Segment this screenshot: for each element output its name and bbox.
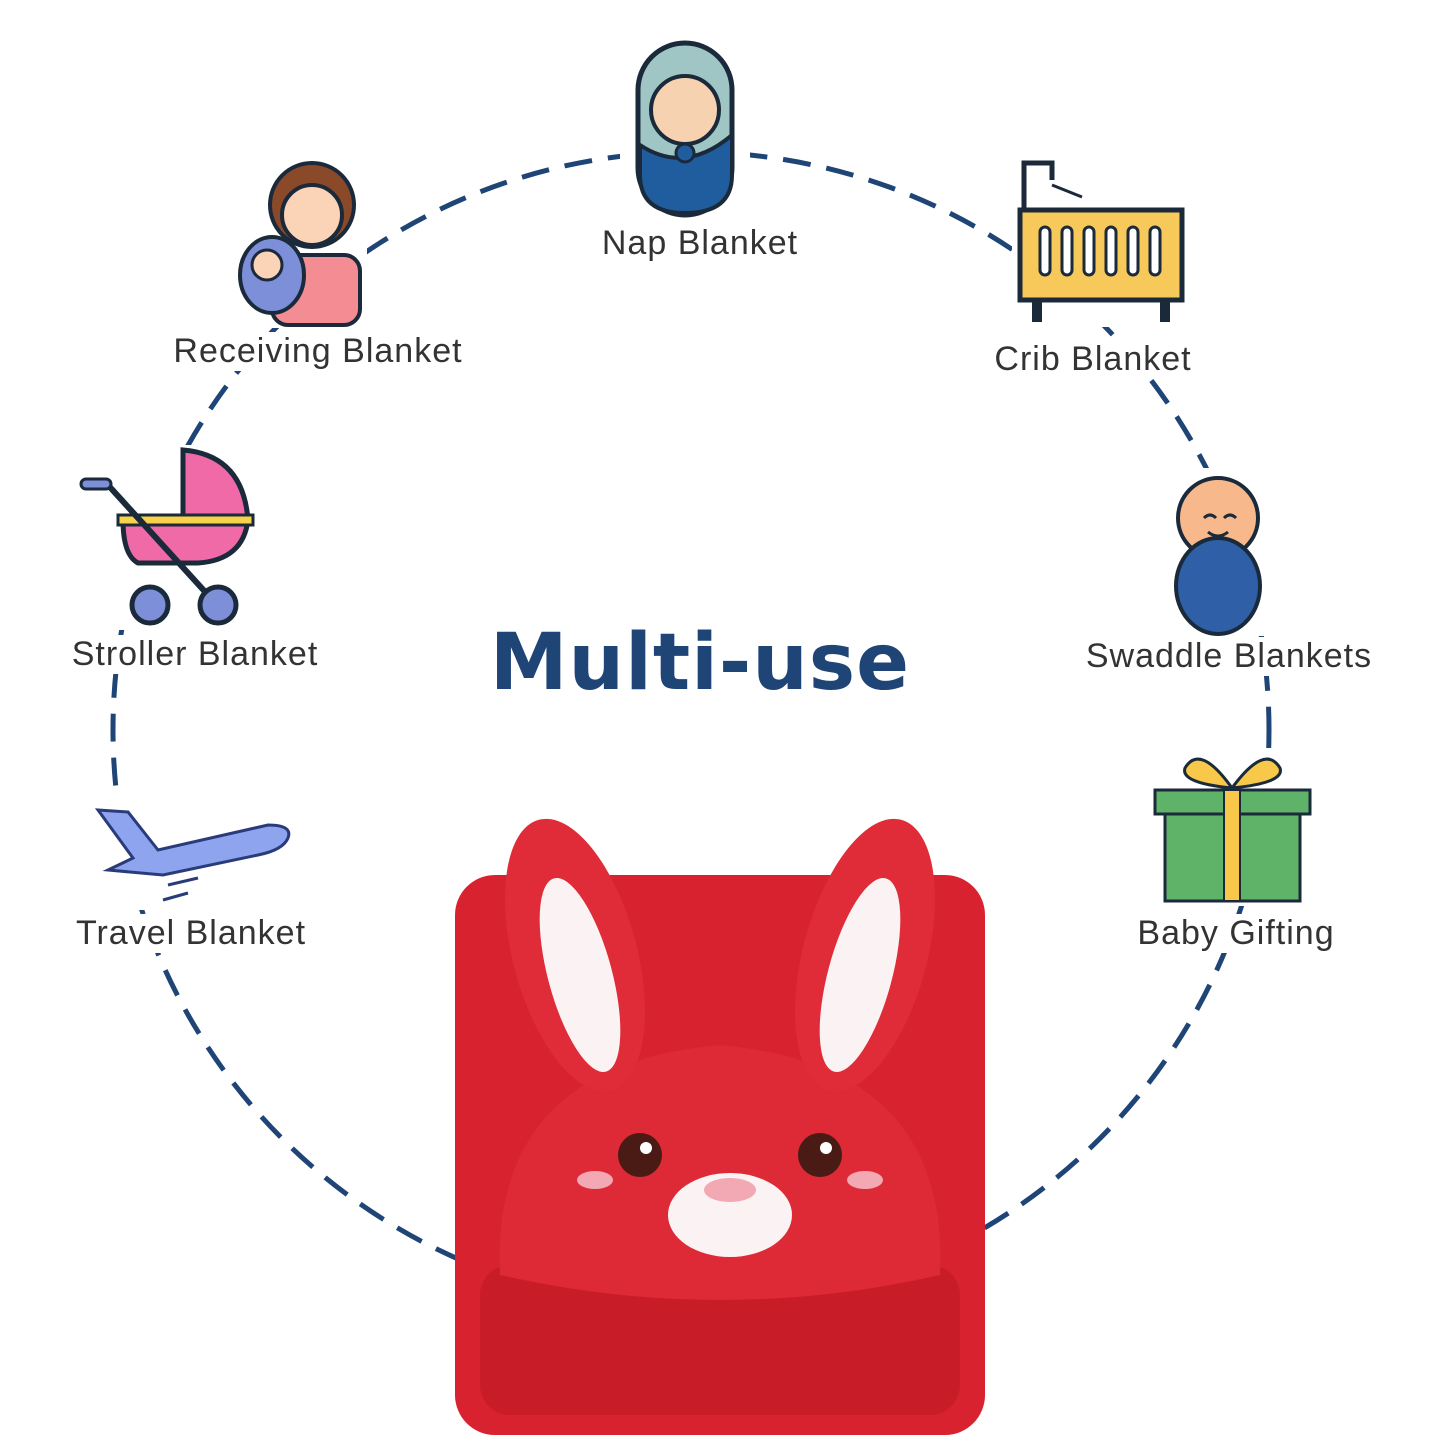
label-baby-gifting: Baby Gifting <box>1131 914 1341 953</box>
label-travel-blanket: Travel Blanket <box>69 914 313 953</box>
bunny-hooded-blanket-image <box>455 818 985 1435</box>
label-crib-blanket: Crib Blanket <box>988 340 1198 379</box>
stroller-icon <box>78 445 258 630</box>
crib-icon <box>1012 155 1190 327</box>
label-nap-blanket: Nap Blanket <box>595 224 805 263</box>
gift-box-icon <box>1150 748 1315 906</box>
page-title: Multi-use <box>489 618 911 708</box>
swaddled-baby-pacifier-icon <box>620 35 750 220</box>
airplane-icon <box>88 800 298 910</box>
label-swaddle-blankets: Swaddle Blankets <box>1079 637 1379 676</box>
label-stroller-blanket: Stroller Blanket <box>65 635 325 674</box>
mother-holding-baby-icon <box>232 160 367 328</box>
swaddled-baby-icon <box>1168 468 1268 636</box>
label-receiving-blanket: Receiving Blanket <box>167 332 469 371</box>
